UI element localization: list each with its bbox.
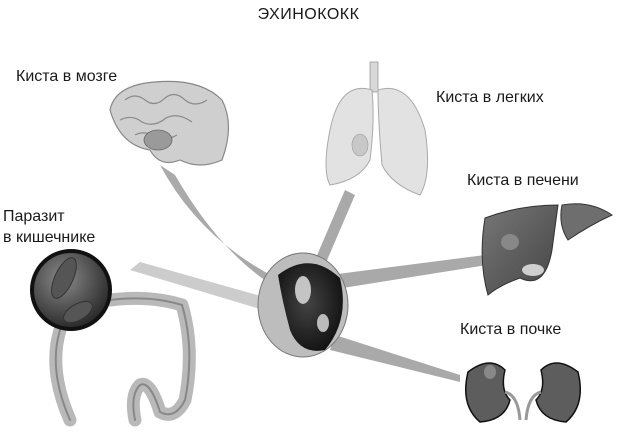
- label-lung-cyst: Киста в легких: [436, 89, 544, 106]
- diagram-title: ЭХИНОКОКК: [257, 6, 360, 23]
- label-kidney-cyst: Киста в почке: [460, 321, 562, 338]
- magnifier-icon: [30, 249, 112, 331]
- lungs-icon: [325, 61, 429, 196]
- label-intestine-line1: Паразит: [3, 208, 65, 225]
- echinococcus-cyst-icon: [257, 252, 349, 358]
- label-liver-cyst: Киста в печени: [467, 172, 579, 189]
- kidneys-icon: [465, 362, 581, 423]
- label-intestine-line2: в кишечнике: [3, 229, 96, 246]
- liver-icon: [481, 203, 614, 296]
- brain-icon: [109, 80, 230, 166]
- label-brain-cyst: Киста в мозге: [16, 68, 118, 85]
- intestine-icon: [49, 291, 196, 427]
